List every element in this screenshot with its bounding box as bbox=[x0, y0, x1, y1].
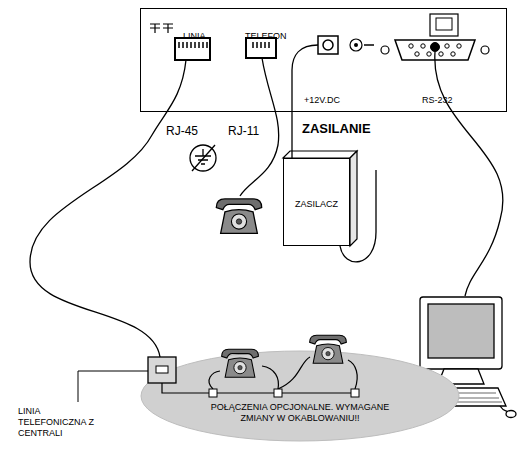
label-holder: RJ-11 bbox=[228, 121, 259, 139]
label-holder: LINIA TELEFONICZNA Z CENTRALI bbox=[18, 406, 98, 440]
power-jack bbox=[318, 36, 374, 54]
text-holder: LINIA bbox=[183, 25, 206, 43]
power-supply-box: ZASILACZ bbox=[283, 158, 350, 246]
telephone-icon bbox=[310, 335, 347, 363]
power-supply-shading bbox=[283, 151, 357, 246]
internal-wiring bbox=[162, 357, 357, 393]
wall-boxes bbox=[209, 389, 359, 397]
port-label: RS-232 bbox=[422, 95, 453, 106]
telephone-icon bbox=[222, 349, 259, 377]
label-holder: RJ-45 bbox=[166, 121, 198, 139]
wall-socket bbox=[148, 357, 176, 383]
line-icon bbox=[150, 24, 173, 33]
text-holder: RS-232 bbox=[422, 89, 453, 107]
connector-type: RJ-11 bbox=[228, 124, 259, 138]
section-label: ZASILANIE bbox=[302, 121, 371, 137]
text-holder: TELEFON bbox=[245, 25, 287, 43]
text-holder: +12V.DC bbox=[304, 89, 340, 107]
ellipse-outline bbox=[140, 350, 460, 442]
telephone-icon bbox=[216, 199, 261, 234]
ellipse-shape bbox=[141, 351, 459, 441]
ground-symbol bbox=[190, 145, 216, 171]
optional-connections-ellipse: POŁĄCZENIA OPCJONALNE. WYMAGANE ZMIANY W… bbox=[140, 350, 460, 442]
device-panel: LINIA TELEFON +12V.DC RS-232 bbox=[140, 8, 507, 112]
cables bbox=[30, 45, 503, 357]
label-holder: ZASILANIE bbox=[302, 119, 371, 137]
note-text: POŁĄCZENIA OPCJONALNE. WYMAGANE ZMIANY W… bbox=[200, 402, 400, 425]
port-label: TELEFON bbox=[245, 31, 287, 42]
port-label: LINIA bbox=[183, 31, 206, 42]
note-label: LINIA TELEFONICZNA Z CENTRALI bbox=[18, 406, 98, 438]
box-label: ZASILACZ bbox=[295, 199, 338, 210]
port-label: +12V.DC bbox=[304, 95, 340, 106]
connector-type: RJ-45 bbox=[166, 124, 198, 138]
leader-line bbox=[78, 371, 148, 402]
rj45-jack bbox=[175, 38, 210, 60]
power-cable bbox=[291, 112, 292, 158]
text-holder: POŁĄCZENIA OPCJONALNE. WYMAGANE ZMIANY W… bbox=[200, 402, 400, 425]
text-holder: ZASILACZ bbox=[295, 193, 338, 211]
